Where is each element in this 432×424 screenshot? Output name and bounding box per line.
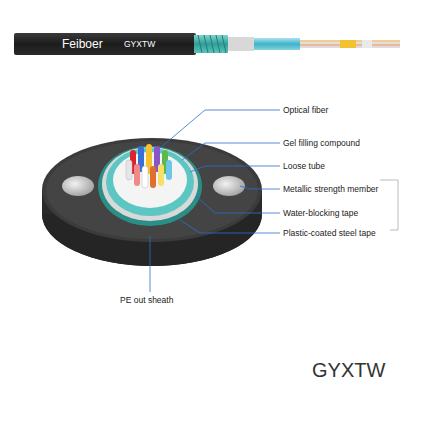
part-label: Gel filling compound xyxy=(283,139,360,148)
part-label: Loose tube xyxy=(283,162,325,171)
model-print: GYXTW xyxy=(124,40,155,49)
part-label: Plastic-coated steel tape xyxy=(283,229,376,238)
part-label: Metallic strength member xyxy=(283,185,378,194)
caption: GYXTW xyxy=(312,360,385,380)
part-label: Water-blocking tape xyxy=(283,209,358,218)
brand-print: Feiboer xyxy=(62,38,103,50)
part-label: PE out sheath xyxy=(120,296,173,305)
part-label: Optical fiber xyxy=(283,106,328,115)
